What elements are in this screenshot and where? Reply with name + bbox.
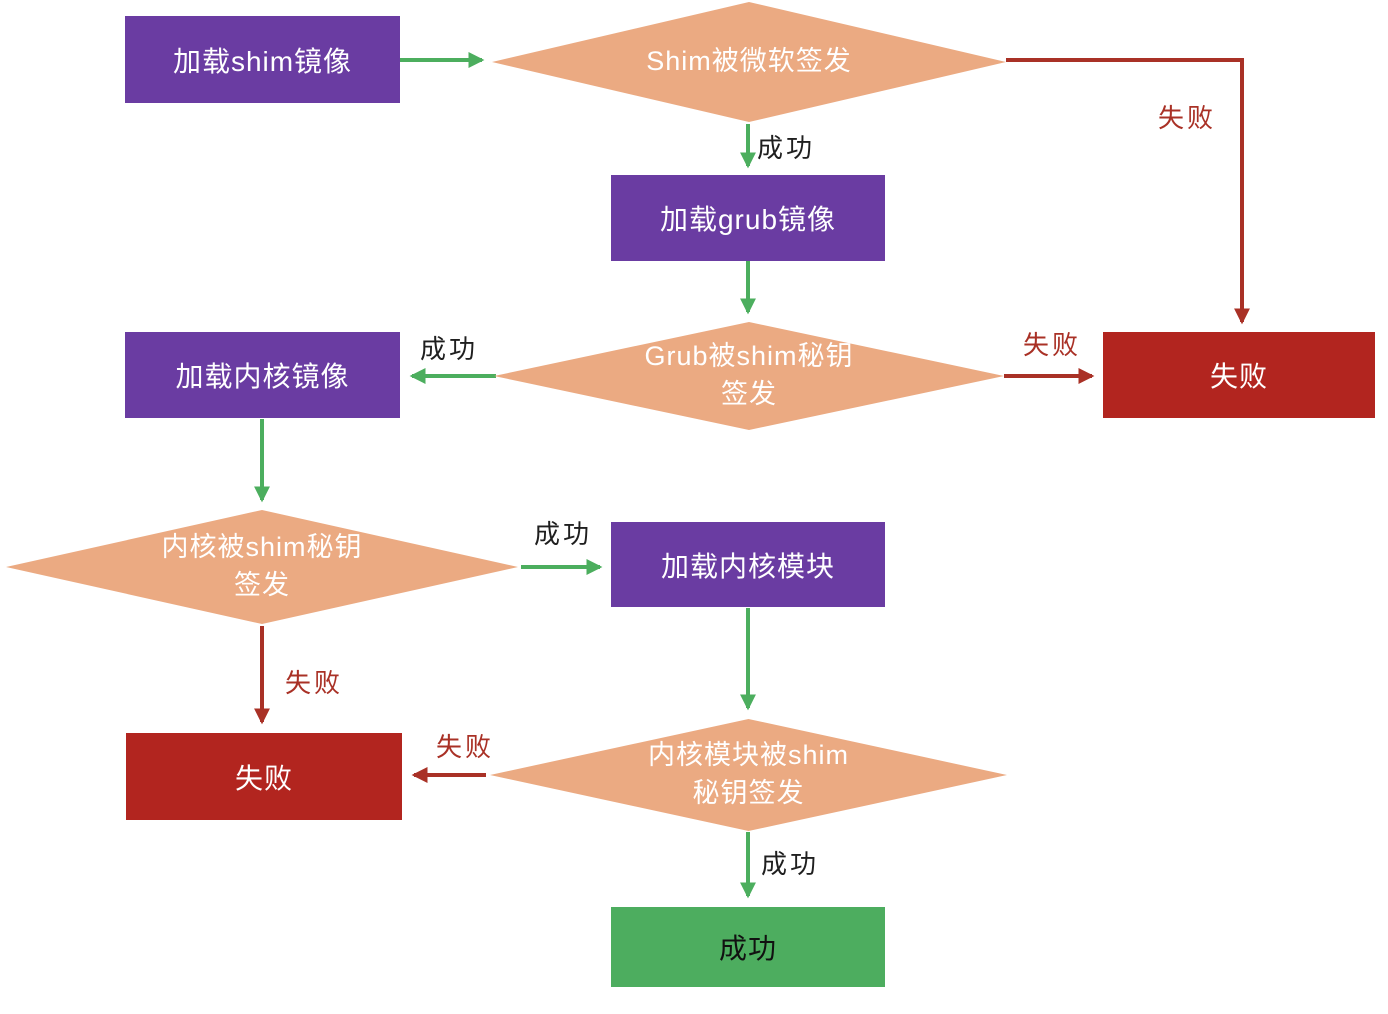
node-load-grub-image: 加载grub镜像 [611,175,885,261]
decision-kernel-signed-by-shim-key: 内核被shim秘钥 签发 [6,510,518,624]
decision-kernel-module-signed-by-shim-key: 内核模块被shim 秘钥签发 [490,719,1007,831]
node-failure-top: 失败 [1103,332,1375,418]
node-load-kernel-modules: 加载内核模块 [611,522,885,607]
edge-label-shim-success: 成功 [757,133,816,163]
decision-shim-signed-by-microsoft: Shim被微软签发 [492,2,1006,122]
edge-label-kernel-success: 成功 [534,519,593,549]
edge-label-grub-success: 成功 [420,334,479,364]
node-load-shim-image: 加载shim镜像 [125,16,400,103]
edge-label-modules-success: 成功 [761,849,820,879]
node-failure-bottom: 失败 [126,733,402,820]
edge-label-grub-fail: 失败 [1023,330,1082,360]
edge-label-modules-fail: 失败 [436,732,495,762]
node-load-kernel-image: 加载内核镜像 [125,332,400,418]
edge-label-kernel-fail: 失败 [285,668,344,698]
decision-grub-signed-by-shim-key: Grub被shim秘钥 签发 [494,322,1004,430]
edge-label-shim-fail: 失败 [1158,103,1217,133]
node-success: 成功 [611,907,885,987]
